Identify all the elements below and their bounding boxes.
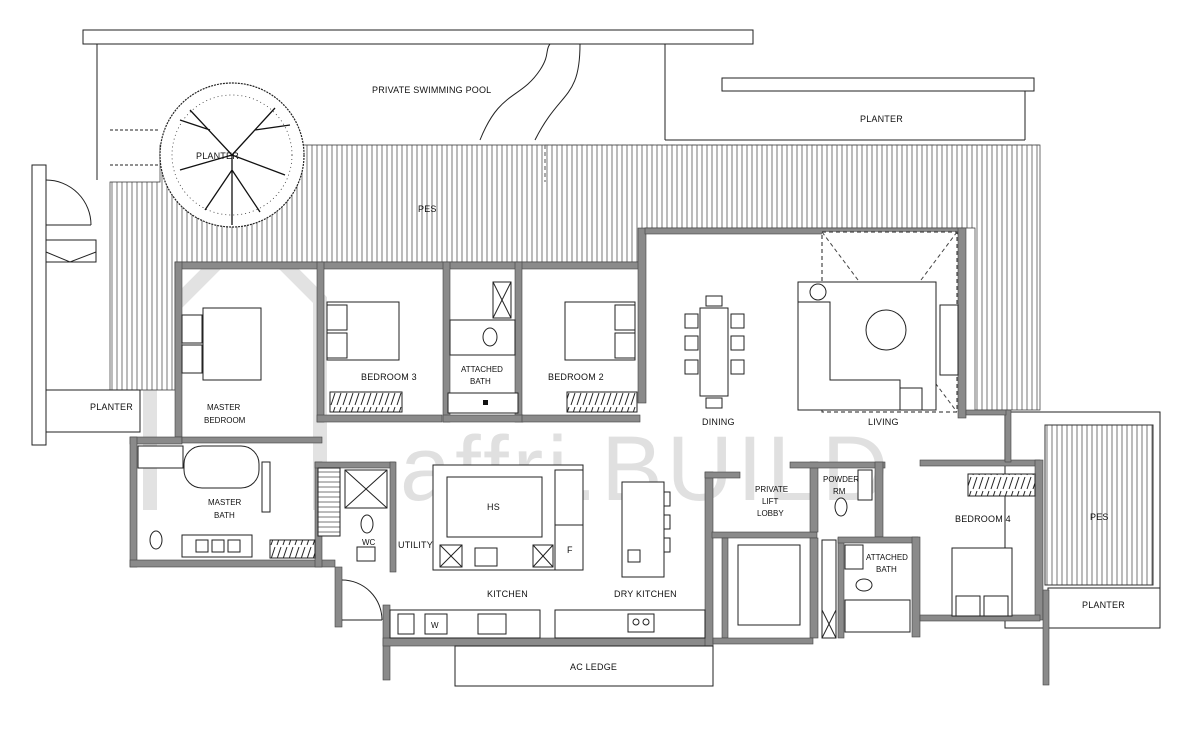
toilet-icon (149, 530, 163, 550)
kitchen-counter (389, 609, 541, 639)
wardrobe-bedroom-4 (967, 473, 1036, 497)
label-bedroom-2: BEDROOM 2 (548, 372, 604, 382)
label-powder-rm-line2: RM (833, 487, 846, 496)
bed-icon (181, 307, 262, 381)
toilet-icon (855, 578, 873, 592)
lift (737, 544, 801, 626)
label-planter-tree: PLANTER (196, 151, 239, 161)
label-dry-kitchen: DRY KITCHEN (614, 589, 677, 599)
label-powder-rm-line1: POWDER (823, 475, 859, 484)
bed-icon (564, 301, 636, 361)
label-w: W (431, 621, 439, 630)
room-labels: PRIVATE SWIMMING POOL PLANTER PLANTER PE… (90, 85, 1125, 672)
wardrobe-master (269, 539, 316, 559)
living-sofa-icon (797, 231, 959, 413)
label-living: LIVING (868, 417, 899, 427)
wardrobe-bedroom-3 (329, 391, 403, 413)
label-private-lift-line2: LIFT (762, 497, 779, 506)
label-dining: DINING (702, 417, 735, 427)
label-master-bath-line1: MASTER (208, 498, 242, 507)
bed-icon (951, 547, 1013, 617)
toilet-icon (360, 514, 374, 534)
label-f: F (567, 545, 573, 555)
tree-icon (159, 82, 305, 228)
label-attached-bath-1-line1: ATTACHED (461, 365, 503, 374)
toilet-icon (834, 497, 848, 517)
pool-coping (82, 29, 754, 45)
label-utility: UTILITY (398, 540, 433, 550)
planter-left (45, 389, 141, 433)
wardrobe-bedroom-2 (566, 391, 638, 413)
label-planter-right: PLANTER (1082, 600, 1125, 610)
ac-ledge (454, 645, 714, 687)
label-private-swimming-pool: PRIVATE SWIMMING POOL (372, 85, 491, 95)
label-bedroom-3: BEDROOM 3 (361, 372, 417, 382)
pes-right-deck (1044, 424, 1154, 586)
label-master-bedroom-line2: BEDROOM (204, 416, 246, 425)
label-bedroom-4: BEDROOM 4 (955, 514, 1011, 524)
kitchen-island (432, 464, 584, 571)
label-attached-bath-1-line2: BATH (470, 377, 491, 386)
toilet-icon (482, 327, 498, 347)
pool-water-line (534, 43, 581, 141)
label-attached-bath-2-line1: ATTACHED (866, 553, 908, 562)
shelf-utility (317, 467, 341, 537)
label-planter-top: PLANTER (860, 114, 903, 124)
label-planter-left: PLANTER (90, 402, 133, 412)
label-private-lift-line3: LOBBY (757, 509, 784, 518)
planter-top-edge (721, 77, 1035, 92)
label-master-bedroom-line1: MASTER (207, 403, 241, 412)
label-ac-ledge: AC LEDGE (570, 662, 617, 672)
label-pes-right: PES (1090, 512, 1109, 522)
walls (129, 227, 1050, 686)
label-master-bath-line2: BATH (214, 511, 235, 520)
bed-icon (326, 301, 400, 361)
dining-table-icon (684, 295, 745, 409)
label-attached-bath-2-line2: BATH (876, 565, 897, 574)
bathtub-icon (183, 445, 260, 489)
label-wc: WC (362, 538, 376, 547)
planter-right (1047, 587, 1161, 629)
label-kitchen: KITCHEN (487, 589, 528, 599)
label-private-lift-line1: PRIVATE (755, 485, 788, 494)
left-boundary (31, 164, 47, 446)
label-hs: HS (487, 502, 500, 512)
dry-kitchen-counter (621, 481, 665, 578)
pool-water-line (479, 43, 551, 141)
label-pes-top: PES (418, 204, 437, 214)
